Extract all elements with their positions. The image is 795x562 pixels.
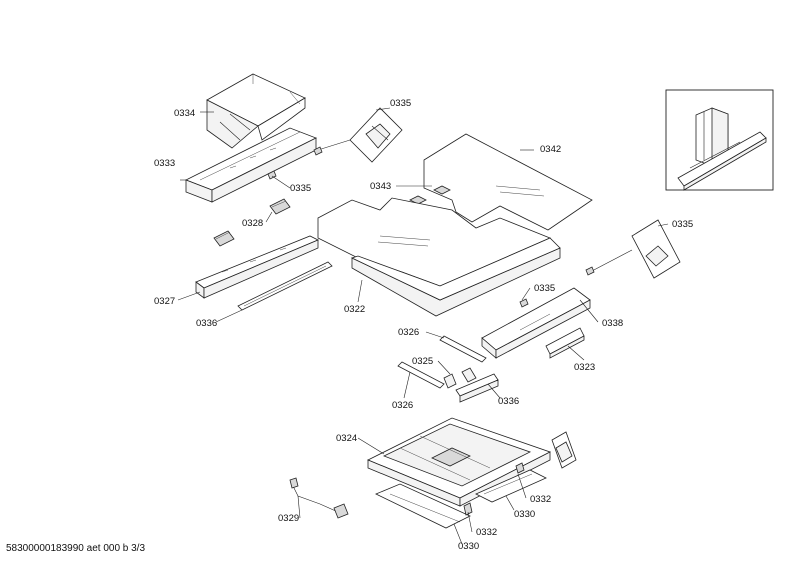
part-0336-b xyxy=(455,373,499,403)
part-0322 xyxy=(317,197,561,317)
label-0327: 0327 xyxy=(154,296,175,307)
label-0322: 0322 xyxy=(344,304,365,315)
label-0335-d: 0335 xyxy=(534,283,555,294)
part-0329 xyxy=(289,477,349,519)
part-0332-detail xyxy=(551,431,577,469)
label-0335-b: 0335 xyxy=(290,183,311,194)
label-0332-b: 0332 xyxy=(476,527,497,538)
label-0323: 0323 xyxy=(574,362,595,373)
label-0329: 0329 xyxy=(278,513,299,524)
part-0342 xyxy=(423,133,593,231)
part-0334 xyxy=(206,73,306,149)
leader-lines xyxy=(177,107,669,545)
part-0335-detail-b xyxy=(589,219,681,279)
label-0342: 0342 xyxy=(540,144,561,155)
part-0326-a xyxy=(439,335,487,363)
inset-overview xyxy=(665,89,774,191)
part-0323 xyxy=(545,327,585,359)
label-0332-a: 0332 xyxy=(530,494,551,505)
part-0324 xyxy=(367,417,552,507)
label-0335-c: 0335 xyxy=(672,219,693,230)
part-0328 xyxy=(213,198,291,247)
part-labels: 0334 0335 0333 0335 0328 0327 0336 0342 … xyxy=(154,98,693,552)
label-0336-a: 0336 xyxy=(196,318,217,329)
label-0324: 0324 xyxy=(336,433,357,444)
document-id-footer: 58300000183990 aet 000 b 3/3 xyxy=(6,543,146,554)
label-0330-a: 0330 xyxy=(514,509,535,520)
label-0326-a: 0326 xyxy=(398,327,419,338)
label-0328: 0328 xyxy=(242,218,263,229)
part-0330-a xyxy=(475,469,547,503)
part-0336-a xyxy=(237,261,333,311)
part-0333 xyxy=(185,127,317,203)
part-0327 xyxy=(195,235,319,299)
label-0326-b: 0326 xyxy=(392,400,413,411)
label-0336-b: 0336 xyxy=(498,396,519,407)
part-0338 xyxy=(481,287,591,359)
part-0335-detail-a xyxy=(317,107,403,163)
label-0334: 0334 xyxy=(174,108,195,119)
label-0338: 0338 xyxy=(602,318,623,329)
part-0330-b xyxy=(375,483,471,529)
label-0343: 0343 xyxy=(370,181,391,192)
label-0330-b: 0330 xyxy=(458,541,479,552)
label-0335-a: 0335 xyxy=(390,98,411,109)
part-0325 xyxy=(443,367,477,389)
label-0333: 0333 xyxy=(154,158,175,169)
part-0326-b xyxy=(397,361,445,389)
label-0325: 0325 xyxy=(412,356,433,367)
